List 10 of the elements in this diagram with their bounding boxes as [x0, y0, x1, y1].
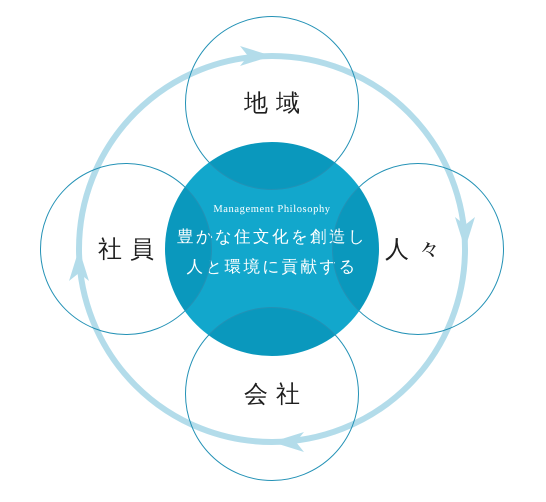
- cycle-arrow: [272, 248, 468, 450]
- node-label: 社員: [98, 236, 163, 262]
- node-label: 会社: [244, 380, 309, 408]
- circle-node: [185, 307, 359, 481]
- cycle-arrow: [272, 53, 474, 250]
- node-label: 地域: [244, 90, 309, 116]
- subtitle: Management Philosophy: [213, 204, 331, 216]
- node-label: 人々: [384, 236, 450, 262]
- cycle-arrow: [76, 48, 272, 250]
- cycle-arrow: [70, 248, 272, 445]
